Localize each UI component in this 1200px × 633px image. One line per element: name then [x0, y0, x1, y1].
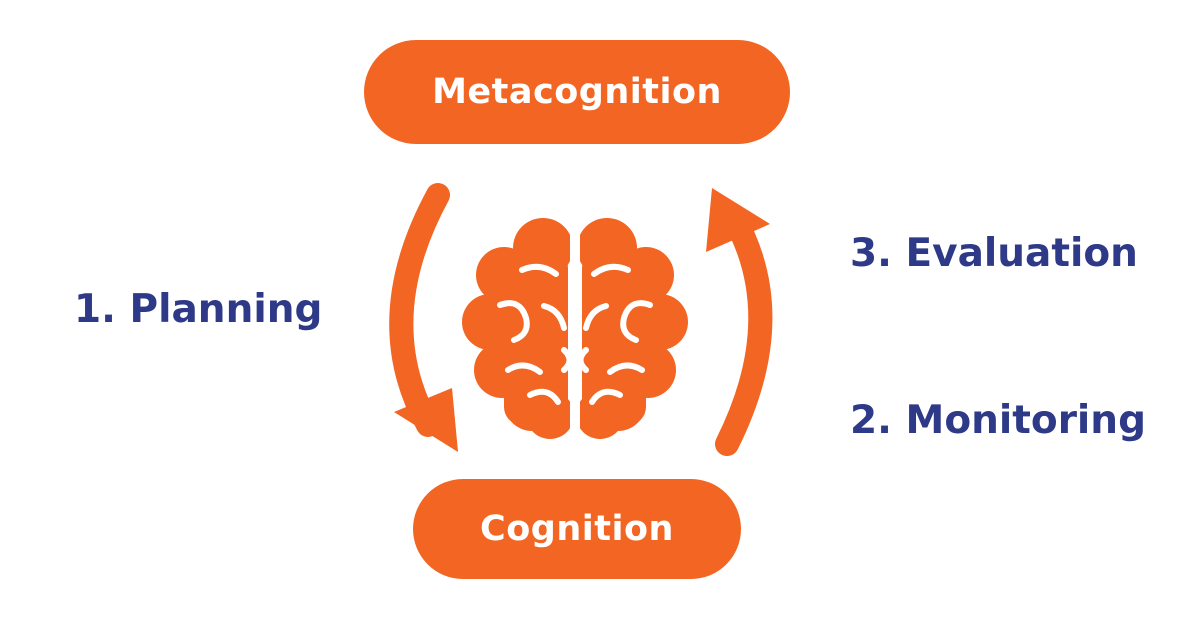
cognition-box: Cognition: [413, 479, 741, 579]
step-evaluation-label: 3. Evaluation: [850, 231, 1138, 276]
metacognition-box: Metacognition: [364, 40, 790, 144]
metacognition-label: Metacognition: [432, 72, 722, 112]
step-monitoring-label: 2. Monitoring: [850, 398, 1146, 443]
brain-icon: [462, 218, 688, 440]
left-down-arrow: [389, 183, 458, 452]
cognition-label: Cognition: [480, 509, 674, 549]
step-planning-label: 1. Planning: [74, 287, 323, 332]
right-up-arrow: [706, 188, 773, 456]
